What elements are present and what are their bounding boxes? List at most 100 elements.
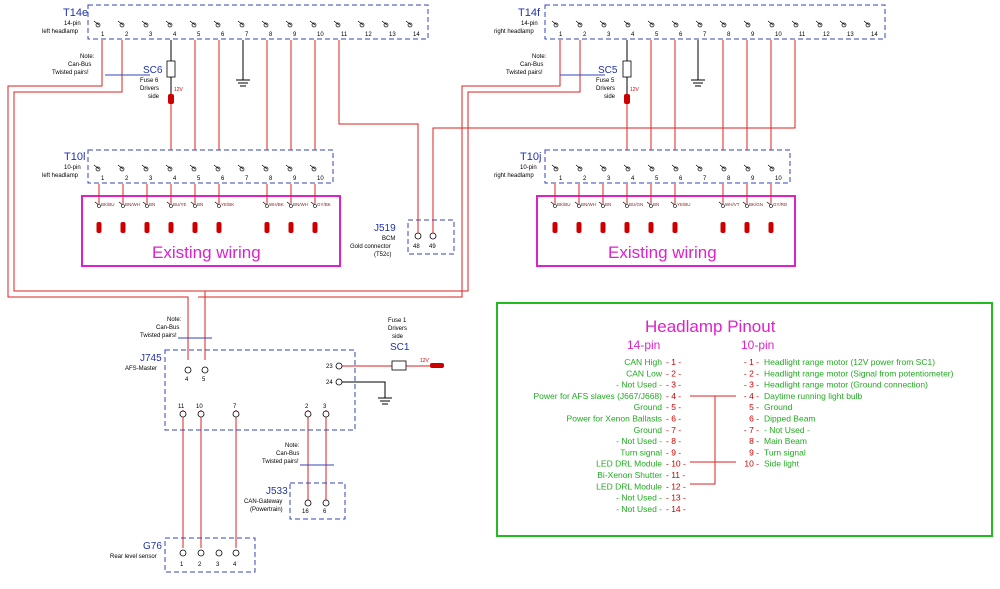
g76-id: G76 (143, 541, 162, 552)
t14e-pin-4: 4 (165, 20, 177, 38)
g76-pin-3: 3 (216, 562, 220, 568)
sc6-l3: side (148, 94, 160, 100)
j745-id: J745 (140, 353, 162, 364)
pinout-14-name: Ground (634, 425, 663, 435)
j745-pin-23: 23 (326, 364, 333, 370)
t10l-pin-label: 9 (293, 176, 297, 182)
pinout-14-row: Power for AFS slaves (J667/J668)- 4 - (533, 391, 681, 401)
existing-right-wire: BU/GN (622, 184, 643, 233)
t10l-pin-label: 7 (245, 176, 249, 182)
t14f-pin-3: 3 (599, 20, 611, 38)
t10l-pin-2: 2 (117, 164, 129, 182)
g76-pin-1: 1 (180, 562, 184, 568)
canbus-note-right: Note: Can-Bus Twisted pairs! (506, 54, 547, 76)
pinout-10-num: - 3 - (744, 380, 759, 390)
existing-right-wire: BK/GN (742, 184, 763, 233)
j533-l1: CAN-Gateway (244, 499, 282, 505)
t10j-pin-1: 1 (551, 164, 563, 182)
t14f-pin-4: 4 (623, 20, 635, 38)
j745-desc: AFS-Master (125, 366, 157, 372)
t14f-pin-label: 10 (775, 32, 782, 38)
t10j-desc2: right headlamp (494, 173, 534, 179)
t14e-pin-8: 8 (261, 20, 273, 38)
pinout-10-row: 5 -Ground (749, 402, 793, 412)
pinout-10-name: Main Beam (764, 436, 807, 446)
j745-pin-10: 10 (196, 404, 203, 410)
existing-left-wire-color: BK/BU (101, 202, 115, 207)
existing-right-wire-color: BK/BU (557, 202, 571, 207)
existing-left-wire: BN/WH (286, 184, 308, 233)
t10j-pin-label: 1 (559, 176, 563, 182)
t14f-pin-1: 1 (551, 20, 563, 38)
sc5-l3: side (604, 94, 616, 100)
pinout-14-num: - 5 - (666, 402, 681, 412)
t14e-pin-label: 2 (125, 32, 129, 38)
existing-left-wire-color: WH/BK (269, 202, 284, 207)
t10j-id: T10j (520, 151, 541, 163)
pinout-10-row: 10 -Side light (744, 459, 799, 469)
t14e-pin-label: 12 (365, 32, 372, 38)
note-l1: Note: (80, 54, 95, 60)
t14f-pin-label: 12 (823, 32, 830, 38)
t10j-pin-label: 7 (703, 176, 707, 182)
j519-pin-49: 49 (429, 244, 436, 250)
t10j-pin-label: 4 (631, 176, 635, 182)
t14f-pin-label: 3 (607, 32, 611, 38)
t10j-pin-6: 6 (671, 164, 683, 182)
g76-pin-2: 2 (198, 562, 202, 568)
connector-j519: J519 BCM Gold connector (T52c) 48 49 (350, 219, 455, 258)
t10j-pin-label: 8 (727, 176, 731, 182)
pinout-10-name: Daytime running light bulb (764, 391, 863, 401)
pinout-14-num: - 13 - (666, 493, 686, 503)
t10l-pin-4: 4 (165, 164, 177, 182)
t10l-pin-label: 1 (101, 176, 105, 182)
pinout-10-name: Turn signal (764, 447, 806, 457)
j519-id: J519 (374, 223, 396, 234)
wiring-red (7, 40, 796, 548)
pinout-14-name: Bi-Xenon Shutter (597, 470, 662, 480)
existing-left-wire: BN (142, 184, 155, 233)
j519-pin-48: 48 (413, 244, 420, 250)
pinout-14-num: - 2 - (666, 368, 681, 378)
t10j-pin-5: 5 (647, 164, 659, 182)
note-b2: Can-Bus (276, 451, 299, 457)
pinout-14-num: - 11 - (666, 470, 685, 480)
t14e-pin-label: 13 (389, 32, 396, 38)
pinout-14-row: Turn signal- 9 - (620, 447, 681, 457)
t14e-pin-2: 2 (117, 20, 129, 38)
pinout-14-name: Ground (634, 402, 663, 412)
t10j-pin-label: 6 (679, 176, 683, 182)
t14f-pin-label: 8 (727, 32, 731, 38)
pinout-10-name: - Not Used - (764, 425, 810, 435)
pinout-10-num: - 2 - (744, 368, 759, 378)
t10l-pin-9: 9 (285, 164, 297, 182)
ground-symbol-right (691, 40, 705, 87)
pinout-title: Headlamp Pinout (645, 317, 776, 336)
t10l-id: T10l (64, 151, 85, 163)
t14e-pin-13: 13 (381, 20, 396, 38)
sc5-l2: Drivers (596, 86, 615, 92)
t10j-pin-8: 8 (719, 164, 731, 182)
pinout-14-num: - 7 - (666, 425, 681, 435)
t10j-desc1: 10-pin (520, 165, 537, 171)
existing-left-wire: BK/BU (94, 184, 115, 233)
t10l-pin-3: 3 (141, 164, 153, 182)
sc1-l1: Fuse 1 (388, 318, 407, 324)
t14e-pin-5: 5 (189, 20, 201, 38)
t14e-pin-3: 3 (141, 20, 153, 38)
pinout-14-name: LED DRL Module (596, 459, 662, 469)
existing-left-wire-color: BN/WH (293, 202, 308, 207)
t14e-id: T14e (63, 7, 88, 19)
sc1-id: SC1 (390, 342, 410, 353)
t10l-pin-label: 4 (173, 176, 177, 182)
t14e-pin-label: 11 (341, 32, 348, 38)
t14e-pin-label: 6 (221, 32, 225, 38)
note-b1: Note: (285, 443, 300, 449)
existing-right-wire-color: BU/GN (629, 202, 643, 207)
sc6-l2: Drivers (140, 86, 159, 92)
t14f-desc2: right headlamp (494, 29, 534, 35)
